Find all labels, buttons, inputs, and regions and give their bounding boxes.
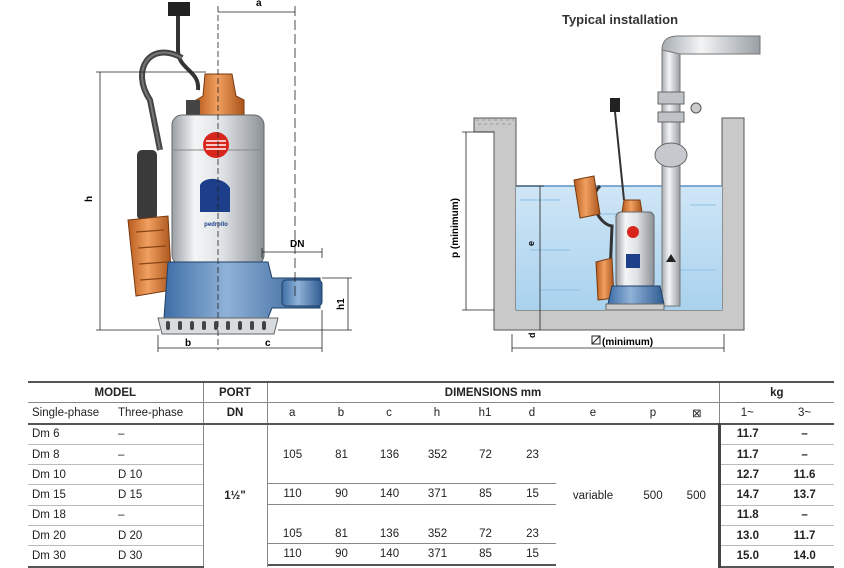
e-value: variable (572, 489, 614, 502)
table-row: Dm 8 – 11.7 – (28, 443, 835, 465)
model-header: MODEL (28, 381, 203, 404)
pump-dimension-drawing: pedrollo (84, 0, 352, 352)
table-row: Dm 18 – 11.8 – (28, 504, 835, 526)
b-header: b (317, 402, 365, 425)
dn-header: DN (202, 402, 267, 425)
three-phase-header: Three-phase (114, 402, 203, 425)
table-row: Dm 10 D 10 12.7 11.6 (28, 464, 835, 485)
kg-three-header: 3~ (775, 402, 835, 425)
h-header: h (413, 402, 461, 425)
dim-e-label: e (526, 241, 536, 246)
dim-d-label: d (527, 333, 537, 339)
installation-caption: Typical installation (561, 12, 679, 27)
dim-h-label: h (84, 196, 95, 202)
dim-p-label: p (minimum) (450, 198, 461, 258)
port-dn-value: 1½" (202, 423, 267, 567)
kg-single-header: 1~ (718, 402, 776, 425)
a-header: a (266, 402, 317, 425)
e-header: e (555, 402, 631, 425)
svg-text:pedrollo: pedrollo (204, 222, 228, 228)
dim-a-label: a (256, 0, 262, 9)
square-section-icon (591, 335, 601, 345)
p-header: p (631, 402, 675, 425)
dim-h1-label: h1 (336, 298, 347, 310)
table-row: Dm 20 D 20 13.0 11.7 (28, 525, 835, 546)
dimensions-header: DIMENSIONS mm (266, 381, 720, 404)
h1-header: h1 (461, 402, 509, 425)
d-header: d (509, 402, 555, 425)
pump-drawings: pedrollo (84, 0, 761, 352)
float-switch-icon (127, 150, 173, 297)
port-header: PORT (202, 381, 267, 404)
dim-dn-label: DN (290, 239, 304, 250)
table-row: Dm 15 D 15 14.7 13.7 (28, 484, 835, 506)
c-header: c (365, 402, 413, 425)
single-phase-header: Single-phase (28, 402, 114, 425)
diagonal-header: ⊠ (675, 402, 720, 425)
dim-b-label: b (185, 338, 191, 349)
dim-c-label: c (265, 338, 271, 349)
diagonal-value: 500 (686, 489, 706, 502)
installation-drawing: p (minimum) e d (minimum) (450, 35, 761, 352)
dimensions-table: MODEL PORT DIMENSIONS mm kg Single-phase… (28, 381, 835, 568)
p-value: 500 (643, 489, 663, 502)
dim-width-label: (minimum) (602, 337, 653, 348)
plug-icon (168, 2, 190, 16)
kg-header: kg (718, 381, 835, 404)
